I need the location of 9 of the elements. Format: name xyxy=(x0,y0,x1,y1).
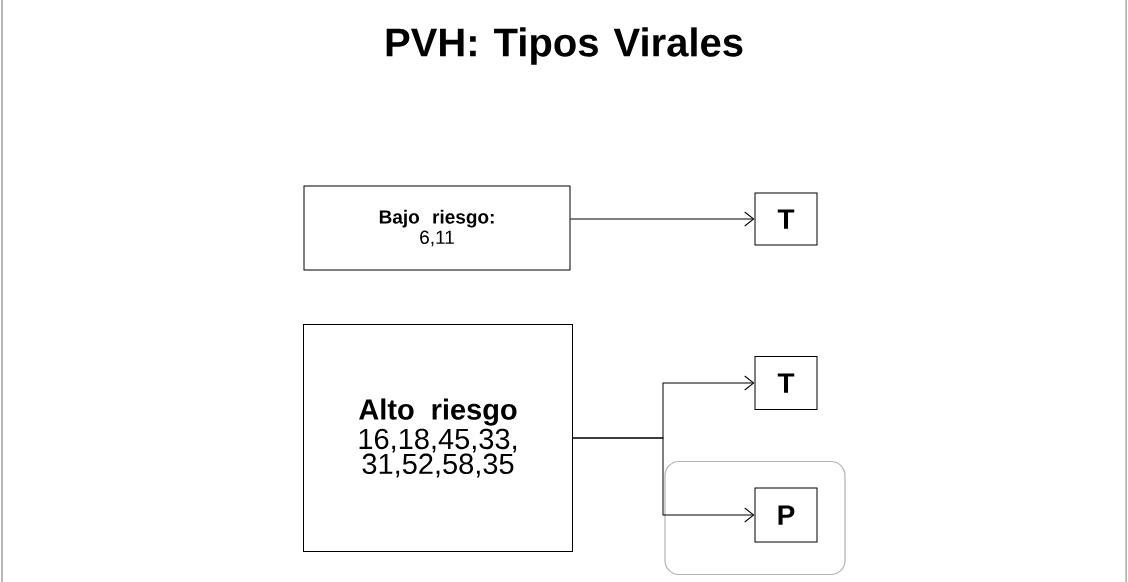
letter-box: P xyxy=(754,487,818,543)
risk-box: Alto riesgo 16,18,45,33, 31,52,58,35 xyxy=(303,324,573,552)
letter-box: T xyxy=(754,192,818,246)
group-box xyxy=(664,460,846,576)
title: PVH: Tipos Virales xyxy=(386,27,743,65)
letter-box: T xyxy=(754,356,818,410)
arrow xyxy=(572,437,755,523)
risk-box: Bajo riesgo: 6,11 xyxy=(303,185,571,271)
arrow xyxy=(570,211,755,227)
